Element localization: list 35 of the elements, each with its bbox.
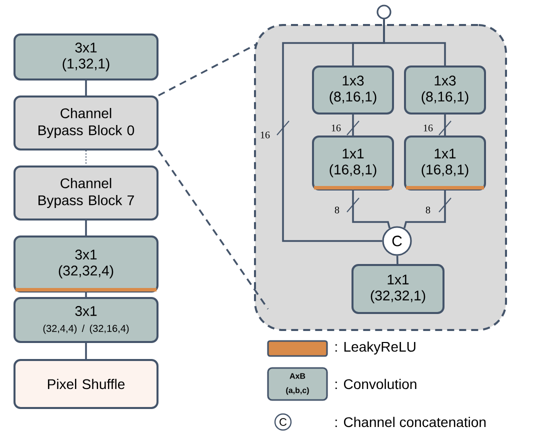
edge-label: 16 bbox=[259, 130, 271, 140]
connector-line bbox=[85, 150, 87, 166]
connector-line bbox=[396, 256, 398, 264]
convolution-box: 1x3 (8,16,1) bbox=[404, 66, 486, 114]
convolution-box: 1x3 (8,16,1) bbox=[312, 66, 394, 114]
connector-line bbox=[444, 114, 446, 136]
connector-line bbox=[85, 292, 87, 297]
convolution-box: 3x1 (32,32,4) bbox=[14, 236, 158, 292]
block-box: Channel Bypass Block 7 bbox=[14, 166, 158, 220]
shuffle-box: Pixel Shuffle bbox=[14, 359, 158, 409]
sample-label: C bbox=[280, 418, 287, 426]
connector-line bbox=[85, 80, 87, 96]
legend-text: : Convolution bbox=[335, 378, 416, 390]
convolution-box: 1x1 (16,8,1) bbox=[312, 136, 394, 190]
edge-label: 8 bbox=[334, 206, 340, 214]
connector-line bbox=[158, 43, 258, 96]
connector-line bbox=[282, 19, 385, 242]
convolution-box: 3x1 (1,32,1) bbox=[14, 34, 158, 80]
connector-line bbox=[352, 114, 354, 136]
connector-line bbox=[158, 150, 269, 310]
connector-line bbox=[404, 190, 446, 228]
edge-label: 16 bbox=[422, 124, 434, 132]
convolution-box: 3x1 (32,4,4) / (32,16,4) bbox=[14, 297, 158, 343]
sample-label: (a,b,c) bbox=[286, 387, 309, 395]
sample-label: AxB bbox=[290, 373, 306, 379]
block-box: Channel Bypass Block 0 bbox=[14, 96, 158, 150]
input-circle bbox=[376, 4, 392, 20]
legend-text: : LeakyReLU bbox=[335, 341, 416, 354]
convolution-box: 1x1 (32,32,1) bbox=[352, 264, 444, 314]
convolution-box: 1x1 (16,8,1) bbox=[404, 136, 486, 190]
legend-text: : Channel concatenation bbox=[335, 416, 486, 428]
connector-line bbox=[85, 220, 87, 236]
edge-label: 16 bbox=[330, 124, 342, 132]
connector-line bbox=[352, 190, 390, 228]
connector-line bbox=[85, 343, 87, 359]
